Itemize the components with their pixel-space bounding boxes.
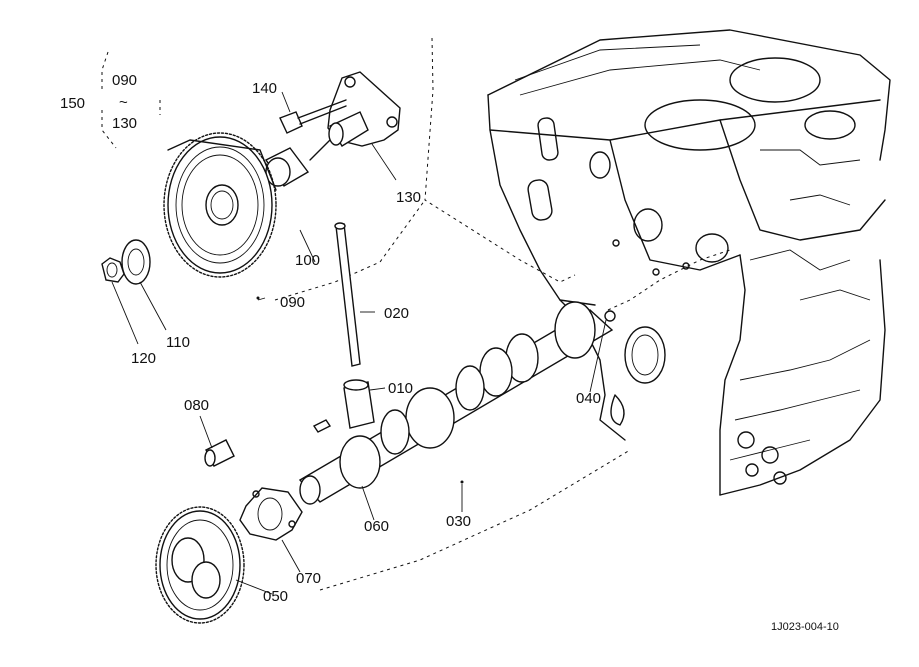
label-070: 070: [296, 570, 321, 587]
part-060-key: [312, 419, 332, 433]
label-010: 010: [388, 380, 413, 397]
part-130-bracket: [327, 71, 401, 147]
label-040: 040: [576, 390, 601, 407]
part-070-thrust-plate: [239, 487, 303, 541]
part-020-push-rod: [334, 222, 361, 367]
part-110-washer: [121, 239, 151, 285]
label-140: 140: [252, 80, 277, 97]
part-080-pin: [204, 439, 235, 467]
label-120: 120: [131, 350, 156, 367]
drawing-id: 1J023-004-10: [771, 621, 839, 633]
dashed-guides: [101, 37, 731, 591]
part-010-tappet: [343, 379, 375, 429]
part-100-cup: [264, 139, 331, 187]
label-060: 060: [364, 518, 389, 535]
label-020: 020: [384, 305, 409, 322]
part-030-camshaft: [298, 301, 616, 505]
label-080: 080: [184, 397, 209, 414]
label-090-range-start: 090: [112, 72, 137, 89]
label-110: 110: [166, 334, 190, 351]
part-090-idler-gear: [163, 132, 277, 300]
part-120-nut: [101, 257, 125, 283]
label-range-tilde: ~: [119, 94, 128, 111]
label-030: 030: [446, 513, 471, 530]
label-150: 150: [60, 95, 85, 112]
part-050-cam-gear: [155, 506, 245, 624]
part-140-bolt: [279, 99, 347, 134]
engine-block: [487, 29, 891, 496]
label-090: 090: [280, 294, 305, 311]
label-100: 100: [295, 252, 320, 269]
leader-lines: [111, 91, 607, 595]
label-130-range-end: 130: [112, 115, 137, 132]
part-labels: 150 090 ~ 130 140 130 100 090 020 110 12…: [60, 72, 839, 633]
label-050: 050: [263, 588, 288, 605]
label-130: 130: [396, 189, 421, 206]
